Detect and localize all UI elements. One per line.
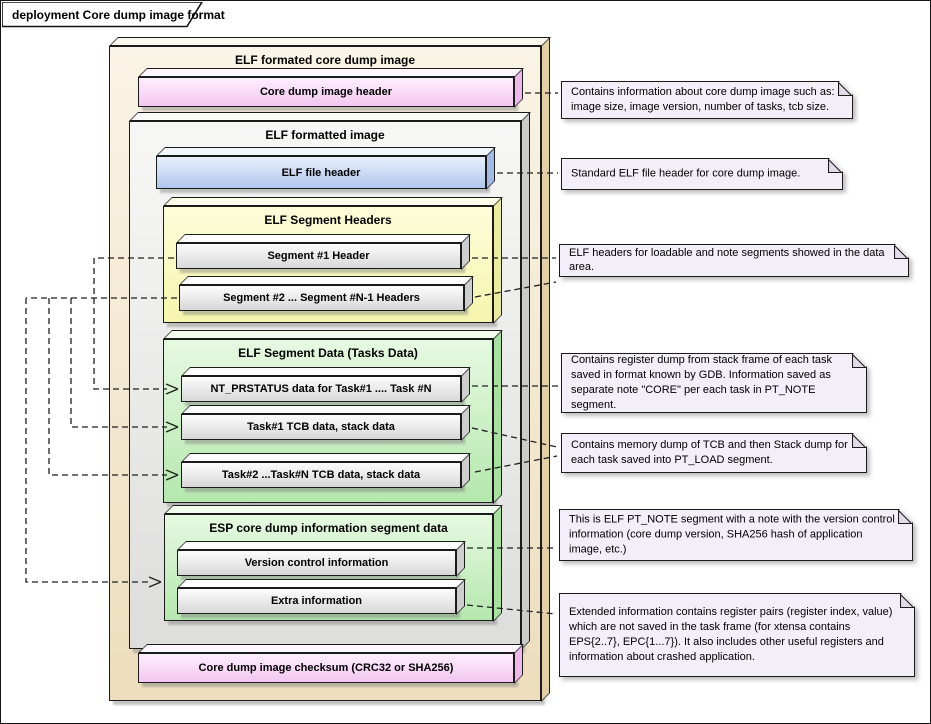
- note-extended-information-info: Extended information contains register p…: [559, 593, 915, 677]
- node-version-control-information: Version control information: [177, 550, 456, 576]
- node-title: ELF formatted image: [265, 128, 385, 142]
- frame-title-tab: deployment Core dump image format: [1, 1, 225, 28]
- node-label: Segment #1 Header: [267, 250, 370, 262]
- note-fold-icon: [894, 245, 908, 259]
- node-label: Segment #2 ... Segment #N-1 Headers: [223, 292, 420, 304]
- node-label: Task#1 TCB data, stack data: [247, 421, 395, 433]
- node-label: Core dump image header: [259, 86, 393, 98]
- node-segment-1-header: Segment #1 Header: [176, 243, 461, 269]
- node-elf-file-header: ELF file header: [156, 156, 486, 189]
- note-nt-prstatus-info: Contains register dump from stack frame …: [561, 353, 867, 413]
- node-title: ELF formated core dump image: [234, 53, 416, 67]
- node-task1-tcb-data: Task#1 TCB data, stack data: [181, 414, 461, 440]
- node-segment-2-n1-headers: Segment #2 ... Segment #N-1 Headers: [179, 285, 464, 311]
- node-core-dump-image-checksum: Core dump image checksum (CRC32 or SHA25…: [138, 653, 514, 683]
- note-fold-icon: [852, 434, 866, 448]
- node-label: ELF file header: [281, 166, 361, 179]
- note-text: Contains memory dump of TCB and then Sta…: [571, 439, 848, 466]
- note-core-dump-header-info: Contains information about core dump ima…: [561, 81, 853, 119]
- node-core-dump-image-header: Core dump image header: [138, 77, 514, 107]
- node-task2-taskn-tcb-data: Task#2 ...Task#N TCB data, stack data: [181, 462, 461, 488]
- note-text: Contains register dump from stack frame …: [571, 354, 833, 411]
- frame-title: deployment Core dump image format: [12, 8, 225, 22]
- note-elf-file-header-info: Standard ELF file header for core dump i…: [561, 158, 843, 190]
- note-fold-icon: [852, 354, 866, 368]
- node-label: Extra information: [270, 595, 363, 607]
- node-title: ELF Segment Data (Tasks Data): [238, 346, 418, 360]
- node-title: ELF Segment Headers: [264, 213, 392, 227]
- note-fold-icon: [898, 510, 912, 524]
- note-text: Standard ELF file header for core dump i…: [571, 167, 801, 180]
- note-fold-icon: [900, 594, 914, 608]
- note-text: ELF headers for loadable and note segmen…: [569, 246, 885, 274]
- note-text: Extended information contains register p…: [569, 606, 893, 663]
- note-fold-icon: [828, 159, 842, 173]
- node-nt-prstatus-data: NT_PRSTATUS data for Task#1 .... Task #N: [181, 376, 461, 402]
- note-text: This is ELF PT_NOTE segment with a note …: [569, 513, 895, 556]
- frame-tab-shape: [1, 1, 204, 28]
- node-label: Core dump image checksum (CRC32 or SHA25…: [198, 662, 454, 674]
- note-tcb-stack-dump-info: Contains memory dump of TCB and then Sta…: [561, 433, 867, 473]
- note-fold-icon: [838, 82, 852, 96]
- node-label: Task#2 ...Task#N TCB data, stack data: [221, 469, 421, 481]
- node-label: NT_PRSTATUS data for Task#1 .... Task #N: [210, 383, 432, 395]
- note-segment-headers-info: ELF headers for loadable and note segmen…: [559, 244, 909, 277]
- node-title: ESP core dump information segment data: [209, 521, 448, 535]
- note-text: Contains information about core dump ima…: [571, 86, 835, 113]
- note-pt-note-version-info: This is ELF PT_NOTE segment with a note …: [559, 509, 913, 561]
- node-extra-information: Extra information: [177, 588, 456, 614]
- node-label: Version control information: [244, 557, 389, 569]
